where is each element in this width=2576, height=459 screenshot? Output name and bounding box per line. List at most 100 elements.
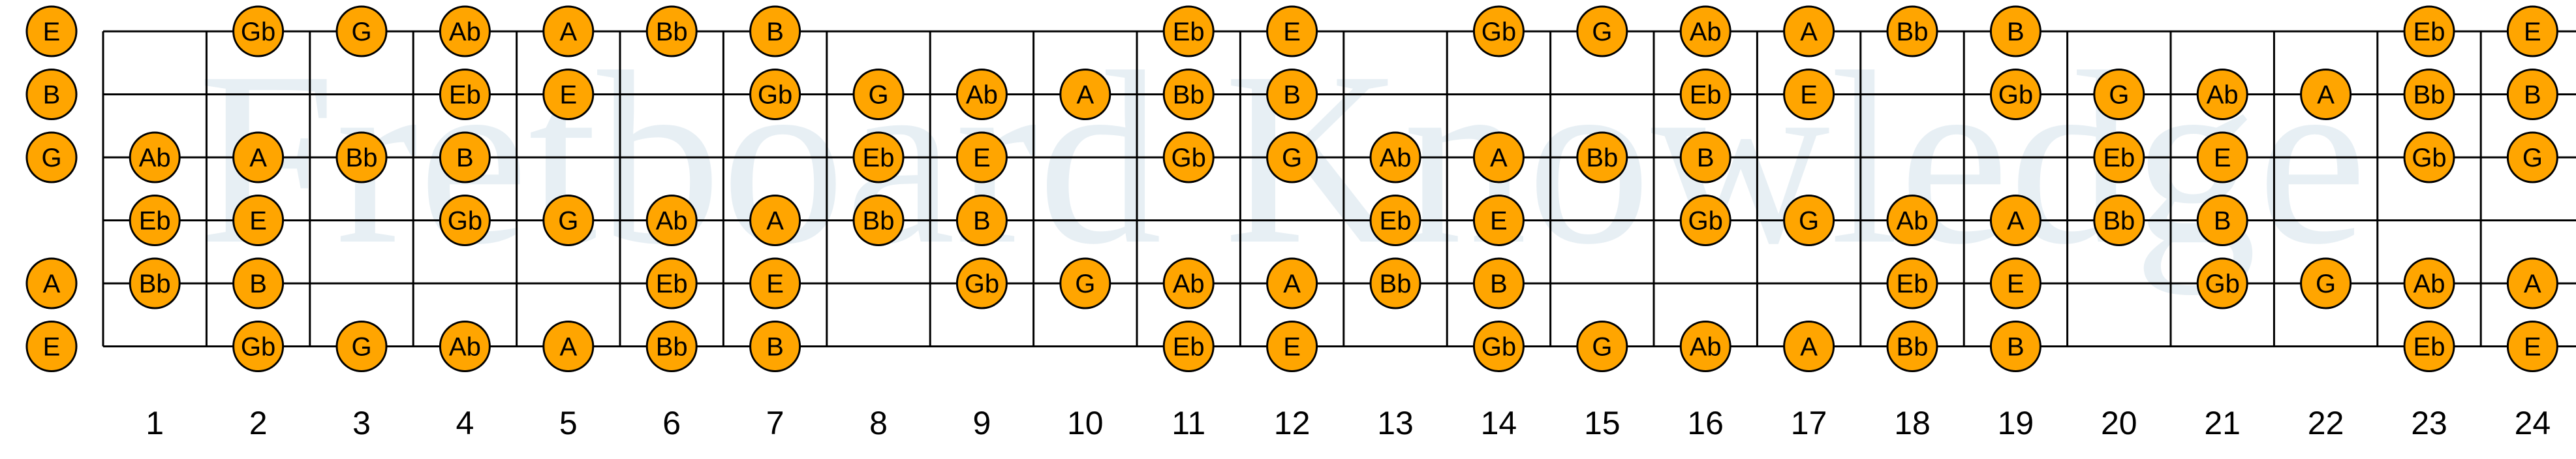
note-circle xyxy=(645,5,698,57)
note-label: Eb xyxy=(2413,333,2445,362)
fret-note: Ab xyxy=(1369,131,1421,183)
fret-number: 15 xyxy=(1584,405,1621,441)
fret-note: G xyxy=(1266,131,1318,183)
note-label: E xyxy=(1283,333,1301,362)
note-circle xyxy=(852,131,905,183)
fret-note: Gb xyxy=(955,257,1008,309)
note-label: A xyxy=(2524,270,2541,298)
note-circle xyxy=(2196,195,2248,246)
note-label: A xyxy=(559,333,577,362)
note-circle xyxy=(749,195,801,246)
note-label: A xyxy=(2007,207,2025,236)
fret-note: Bb xyxy=(1576,131,1628,183)
fret-note: Bb xyxy=(645,5,698,57)
fret-note: Ab xyxy=(2196,69,2248,120)
note-circle xyxy=(1369,257,1421,309)
fret-note: A xyxy=(1266,257,1318,309)
note-label: B xyxy=(2007,18,2025,46)
note-circle xyxy=(1369,195,1421,246)
fret-number: 9 xyxy=(972,405,991,441)
fret-note: G xyxy=(335,321,388,372)
note-circle xyxy=(955,69,1008,120)
note-circle xyxy=(1989,69,2041,120)
note-circle xyxy=(1266,69,1318,120)
fret-number: 19 xyxy=(1998,405,2034,441)
fret-number: 18 xyxy=(1894,405,1931,441)
note-label: Ab xyxy=(449,333,481,362)
note-circle xyxy=(542,69,595,120)
fret-note: E xyxy=(1266,321,1318,372)
note-circle xyxy=(25,69,78,120)
note-label: Bb xyxy=(2103,207,2135,236)
fret-note: A xyxy=(232,131,285,183)
note-circle xyxy=(232,321,285,372)
note-circle xyxy=(232,5,285,57)
note-circle xyxy=(335,321,388,372)
fret-note: Gb xyxy=(1472,321,1525,372)
note-circle xyxy=(1576,321,1628,372)
open-string-note: E xyxy=(25,5,78,57)
note-circle xyxy=(1472,257,1525,309)
note-label: A xyxy=(1490,144,1508,172)
note-label: Bb xyxy=(2413,81,2445,110)
note-circle xyxy=(1989,195,2041,246)
fret-number: 1 xyxy=(146,405,164,441)
note-circle xyxy=(1886,257,1938,309)
note-label: B xyxy=(2007,333,2025,362)
note-label: B xyxy=(456,144,474,172)
fret-number: 22 xyxy=(2308,405,2344,441)
note-circle xyxy=(25,321,78,372)
note-label: Gb xyxy=(1998,81,2033,110)
fret-note: Gb xyxy=(1162,131,1215,183)
note-circle xyxy=(1059,257,1111,309)
note-label: Bb xyxy=(1897,18,1929,46)
note-label: Gb xyxy=(1482,333,1516,362)
open-string-note: B xyxy=(25,69,78,120)
note-label: Bb xyxy=(1586,144,1618,172)
fret-note: Gb xyxy=(2403,131,2455,183)
note-label: Gb xyxy=(448,207,482,236)
note-circle xyxy=(542,321,595,372)
note-label: B xyxy=(766,333,784,362)
fret-note: E xyxy=(2196,131,2248,183)
note-label: Gb xyxy=(1172,144,1206,172)
note-label: G xyxy=(1799,207,1819,236)
fret-number: 5 xyxy=(559,405,578,441)
note-circle xyxy=(232,195,285,246)
note-circle xyxy=(2403,257,2455,309)
fret-note: A xyxy=(1783,5,1835,57)
note-label: Ab xyxy=(1897,207,1929,236)
fret-note: Ab xyxy=(1679,321,1731,372)
note-circle xyxy=(2196,131,2248,183)
fret-note: Bb xyxy=(1886,321,1938,372)
note-circle xyxy=(1679,131,1731,183)
note-label: Eb xyxy=(656,270,688,298)
fret-number: 7 xyxy=(766,405,784,441)
fret-note: B xyxy=(749,321,801,372)
note-circle xyxy=(2196,69,2248,120)
fret-note: G xyxy=(1576,5,1628,57)
fret-note: G xyxy=(335,5,388,57)
note-circle xyxy=(749,5,801,57)
fret-note: A xyxy=(2300,69,2352,120)
note-circle xyxy=(1266,5,1318,57)
note-label: E xyxy=(2524,18,2541,46)
note-circle xyxy=(852,69,905,120)
note-circle xyxy=(2506,69,2558,120)
note-circle xyxy=(439,5,491,57)
note-label: A xyxy=(559,18,577,46)
note-label: G xyxy=(2522,144,2543,172)
fret-note: Bb xyxy=(1369,257,1421,309)
open-string-note: A xyxy=(25,257,78,309)
note-circle xyxy=(645,321,698,372)
note-circle xyxy=(1266,131,1318,183)
fret-note: Ab xyxy=(955,69,1008,120)
note-label: G xyxy=(2316,270,2336,298)
fret-note: Gb xyxy=(232,5,285,57)
fret-note: B xyxy=(1266,69,1318,120)
note-circle xyxy=(129,195,181,246)
note-label: E xyxy=(766,270,784,298)
fret-note: Eb xyxy=(1162,321,1215,372)
fret-note: E xyxy=(1266,5,1318,57)
